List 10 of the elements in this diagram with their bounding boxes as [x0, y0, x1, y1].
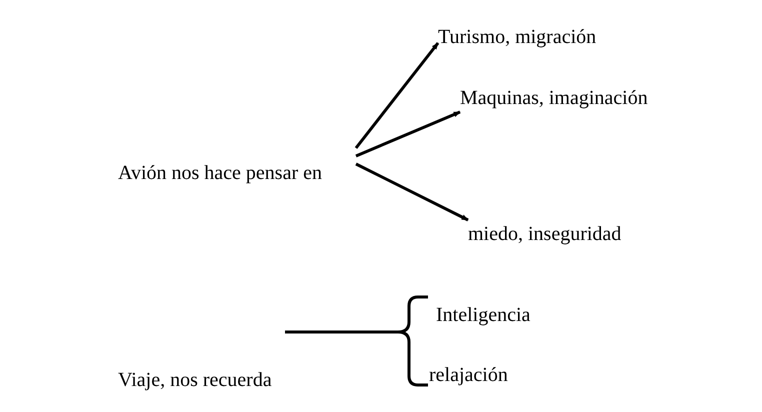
node-label: Inteligencia [436, 303, 530, 327]
arrow [354, 42, 440, 149]
node-label: miedo, inseguridad [468, 222, 622, 246]
arrow [355, 162, 469, 222]
arrow [355, 110, 461, 158]
node-label: Maquinas, imaginación [460, 86, 648, 110]
node-label: Avión nos hace pensar en [118, 161, 322, 185]
node-label: Turismo, migración [438, 25, 596, 49]
node-label: relajación [429, 363, 508, 387]
node-label: Viaje, nos recuerda [118, 368, 272, 392]
